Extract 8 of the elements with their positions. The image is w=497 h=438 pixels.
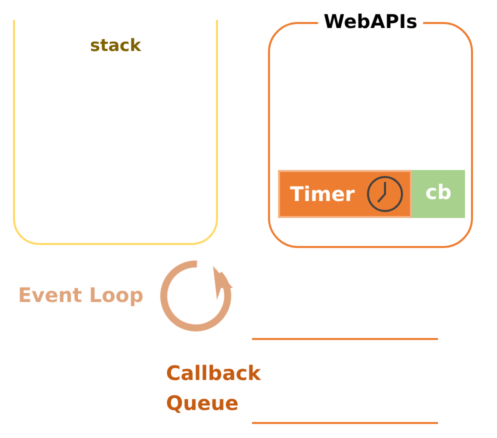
- callback-box: [412, 170, 465, 218]
- stack-container: [13, 20, 218, 245]
- box-label: cb: [425, 182, 452, 202]
- container-title: stack: [90, 38, 142, 55]
- loop-label: Event Loop: [18, 285, 144, 305]
- timer-box: [278, 170, 412, 218]
- box-label: Timer: [290, 184, 355, 204]
- queue-title: Callback Queue: [166, 360, 262, 417]
